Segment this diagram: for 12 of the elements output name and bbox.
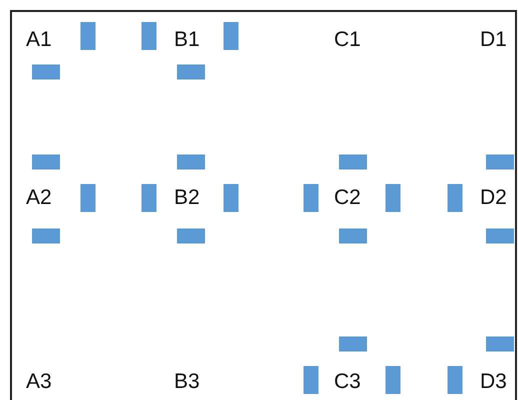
grid-label: D2 [480,186,507,210]
grid-label: A3 [26,370,52,394]
grid-label: C3 [334,370,361,394]
grid-label: D3 [480,370,507,394]
grid-label: A1 [26,28,52,52]
grid-label: B2 [174,186,200,210]
grid-label: B3 [174,370,200,394]
grid-label: C1 [334,28,361,52]
grid-label: A2 [26,186,52,210]
grid-label: D1 [480,28,507,52]
grid-label: B1 [174,28,200,52]
grid-label: C2 [334,186,361,210]
